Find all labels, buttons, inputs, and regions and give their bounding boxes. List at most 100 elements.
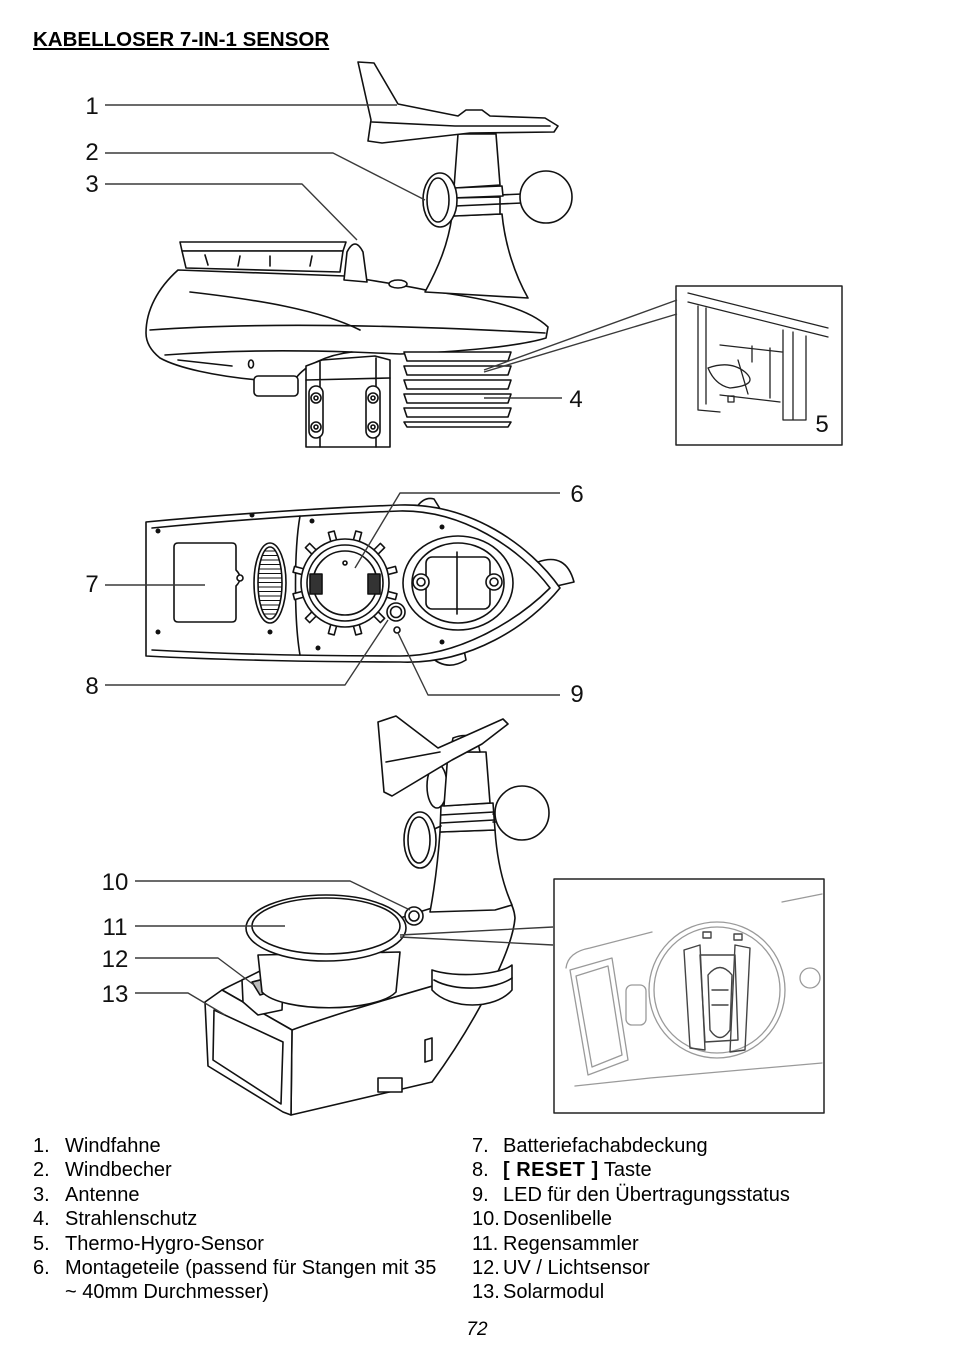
- page-title: KABELLOSER 7-IN-1 SENSOR: [33, 28, 330, 51]
- list-item-number: 5.: [33, 1232, 50, 1255]
- reset-key-label: [ RESET ]: [503, 1159, 599, 1182]
- reset-button: [386, 602, 406, 622]
- list-item-number: 2.: [33, 1159, 50, 1182]
- wind-vane-top-view-detail: [385, 751, 441, 763]
- thermo-hygro-inset: [675, 285, 843, 446]
- sensor-top-view-drawing: [204, 715, 550, 1116]
- top-button: [388, 279, 408, 289]
- page-number: 72: [466, 1319, 488, 1340]
- list-item-text: Windbecher: [65, 1159, 172, 1182]
- list-item-text: Montageteile (passend für Stangen mit 35…: [65, 1257, 437, 1304]
- callout-line-9: [397, 632, 560, 696]
- list-item-text: Dosenlibelle: [503, 1208, 612, 1231]
- housing-bolt-left-inner: [416, 577, 426, 587]
- antenna: [343, 243, 368, 283]
- radiation-shield-top-view: [431, 964, 513, 1006]
- callout-line-6: [354, 492, 560, 569]
- body-detail-lines: [149, 291, 546, 367]
- ring-latch-right: [367, 573, 381, 595]
- inset-frame-13: [553, 878, 825, 1114]
- inset-13-mechanism-sketch: [683, 931, 751, 1053]
- solar-module: [204, 989, 293, 1116]
- ring-latch-left: [309, 573, 323, 595]
- callout-line-13: [135, 992, 226, 1016]
- body-marker: [247, 359, 255, 369]
- body-foot: [253, 375, 299, 397]
- callout-line-inset-13: [399, 926, 554, 946]
- list-item-text: Regensammler: [503, 1232, 639, 1255]
- list-item-text-suffix: Taste: [603, 1159, 652, 1182]
- list-item-number: 7.: [472, 1135, 489, 1157]
- callout-13: 13: [102, 981, 129, 1008]
- inset-5-sketch: [687, 292, 829, 421]
- list-item-number: 6.: [33, 1257, 50, 1280]
- solar-module-inner: [212, 1009, 284, 1105]
- bottom-bracket-part: [377, 1077, 403, 1093]
- rain-collector: [245, 894, 407, 962]
- battery-cover: [173, 542, 241, 623]
- side-clip: [424, 1037, 433, 1063]
- callout-numbers: 1 2 3 4 5 6 7 8 9 10 11 12 13: [85, 93, 828, 1008]
- list-item: 1.Windfahne: [33, 1134, 443, 1158]
- mounting-ring-middle: [306, 544, 384, 622]
- list-item: 13.Solarmodul: [472, 1280, 790, 1304]
- top-view-mast-cone: [429, 829, 513, 913]
- inset-13-housing-sketch: [565, 893, 823, 1087]
- callout-1: 1: [85, 93, 98, 120]
- bubble-level-inner: [408, 910, 420, 922]
- solar-panel-top: [179, 241, 347, 252]
- rain-collector-base: [257, 951, 401, 1009]
- callout-6: 6: [570, 481, 583, 508]
- list-item-text: [ RESET ] Taste: [503, 1158, 652, 1182]
- rain-gauge-inset: [553, 878, 825, 1114]
- top-view-collar-lines: [440, 811, 495, 824]
- callout-line-10: [135, 880, 411, 911]
- bracket-bolts: [310, 392, 379, 433]
- sensor-side-view-drawing: [145, 61, 573, 448]
- callout-line-8: [105, 619, 389, 686]
- top-view-collar: [439, 802, 496, 833]
- battery-housing-inner: [411, 542, 505, 624]
- list-item: 10.Dosenlibelle: [472, 1207, 790, 1231]
- list-item: 5. Thermo-Hygro-Sensor: [33, 1232, 443, 1256]
- reset-button-inner: [389, 605, 403, 619]
- mounting-ring-outer: [300, 538, 390, 628]
- list-item: 11.Regensammler: [472, 1232, 790, 1256]
- bubble-level: [404, 906, 424, 926]
- list-item-text: Strahlenschutz: [65, 1208, 198, 1231]
- ring-center-dot: [342, 560, 348, 566]
- status-led: [393, 626, 401, 634]
- list-item: 4. Strahlenschutz: [33, 1207, 443, 1231]
- housing-bolt-right-inner: [489, 577, 499, 587]
- callout-3: 3: [85, 171, 98, 198]
- solar-panel-face: [181, 250, 344, 273]
- list-item: 2. Windbecher: [33, 1158, 443, 1182]
- callout-7: 7: [85, 571, 98, 598]
- wind-vane: [357, 61, 559, 144]
- list-item: 6. Montageteile (passend für Stangen mit …: [33, 1256, 443, 1305]
- bottom-inner-outline: [151, 510, 551, 657]
- battery-cover-notch: [236, 574, 244, 582]
- list-item-text: Antenne: [65, 1183, 140, 1206]
- wind-cup-right-top-view: [494, 785, 550, 841]
- list-item-number: 13.: [472, 1281, 500, 1304]
- list-item-number: 12.: [472, 1257, 500, 1280]
- callout-5: 5: [815, 411, 828, 438]
- list-item-number: 4.: [33, 1208, 50, 1231]
- callout-4: 4: [569, 386, 582, 413]
- callout-10: 10: [102, 869, 129, 896]
- list-item-text: UV / Lichtsensor: [503, 1257, 650, 1280]
- callout-2: 2: [85, 139, 98, 166]
- list-item: 7.Batteriefachabdeckung: [472, 1134, 790, 1158]
- wind-cup-left-inner: [426, 177, 450, 223]
- callout-8: 8: [85, 673, 98, 700]
- list-item-text: Thermo-Hygro-Sensor: [65, 1232, 264, 1255]
- solar-panel-slats: [204, 254, 313, 267]
- callout-line-2: [105, 152, 426, 201]
- wind-vane-detail: [371, 121, 551, 127]
- callout-line-3: [105, 183, 358, 241]
- callout-9: 9: [570, 681, 583, 708]
- radiation-shield-line: [433, 977, 513, 989]
- bottom-screws: [155, 512, 445, 651]
